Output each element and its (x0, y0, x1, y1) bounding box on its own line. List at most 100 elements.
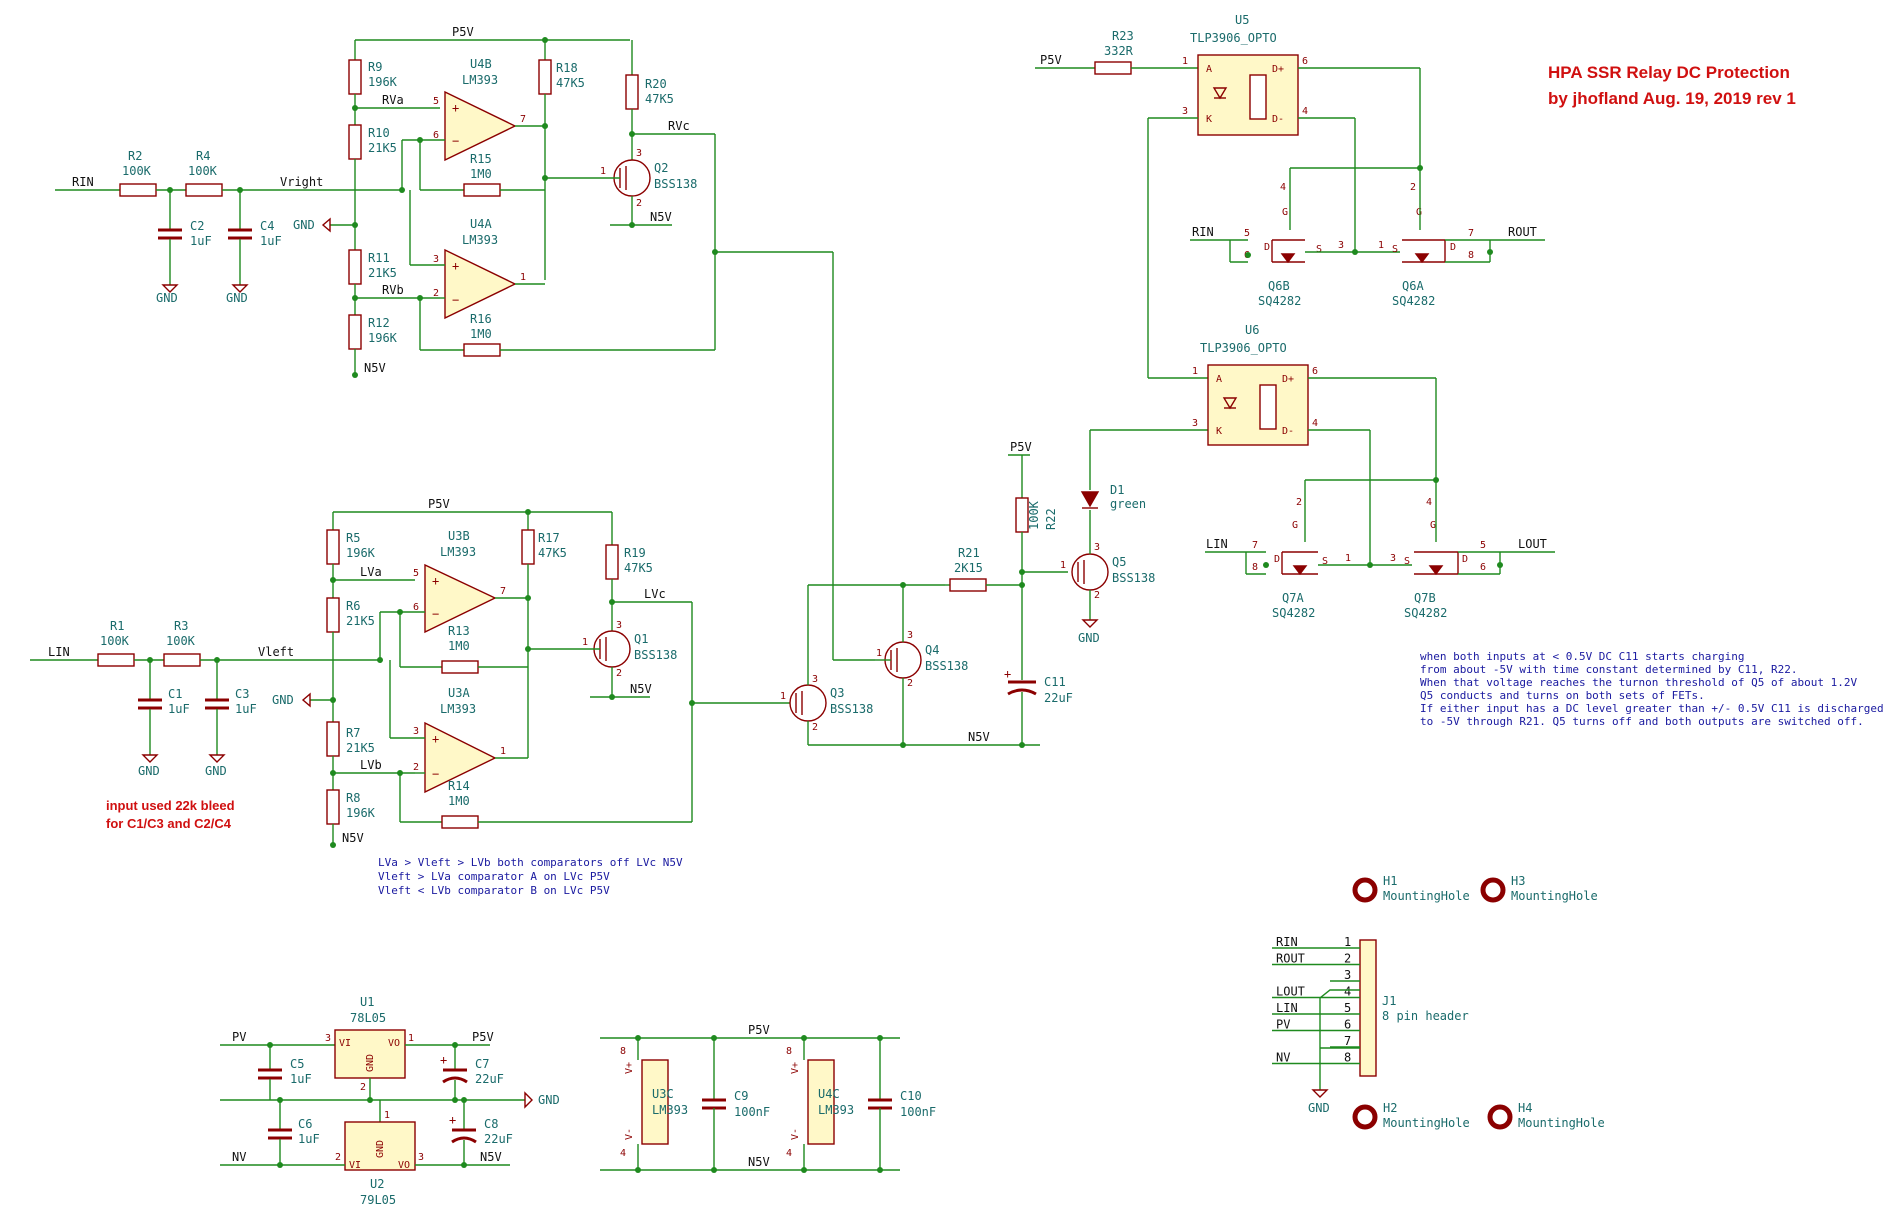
svg-text:5: 5 (433, 96, 439, 107)
mounting-holes: H1 MountingHole H3 MountingHole H2 Mount… (1352, 874, 1605, 1130)
svg-text:6: 6 (413, 602, 419, 613)
svg-text:8: 8 (620, 1046, 626, 1057)
net-rvc: RVc (668, 119, 690, 133)
header-pin-number: 1 (1344, 935, 1351, 949)
net-n5v-right: N5V (364, 361, 386, 375)
q5-val: BSS138 (1112, 571, 1155, 585)
svg-text:6: 6 (1480, 562, 1486, 573)
svg-text:6: 6 (1312, 366, 1318, 377)
svg-text:2: 2 (335, 1152, 341, 1163)
u5-ref: U5 (1235, 13, 1249, 27)
q7a-val: SQ4282 (1272, 606, 1315, 620)
svg-text:1: 1 (1192, 366, 1198, 377)
r14-val: 1M0 (448, 794, 470, 808)
svg-text:+: + (1004, 667, 1011, 681)
net-n5v-cmp: N5V (748, 1155, 770, 1169)
svg-text:GND: GND (365, 1054, 376, 1072)
net-p5v-reg: P5V (472, 1030, 494, 1044)
r1-ref: R1 (110, 619, 124, 633)
svg-text:8: 8 (1468, 250, 1474, 261)
header-pin-number: 8 (1344, 1051, 1351, 1065)
q3-val: BSS138 (830, 702, 873, 716)
net-p5v-left: P5V (428, 497, 450, 511)
gnd-c1: GND (138, 764, 160, 778)
net-lvb: LVb (360, 758, 382, 772)
svg-text:−: − (452, 134, 459, 148)
svg-text:2: 2 (1410, 182, 1416, 193)
comparator-u3c (641, 1059, 669, 1145)
h3-val: MountingHole (1511, 889, 1598, 903)
svg-text:D+: D+ (1282, 374, 1294, 385)
svg-text:+: + (432, 732, 439, 746)
svg-text:3: 3 (418, 1152, 424, 1163)
u3c-val: LM393 (652, 1103, 688, 1117)
svg-text:G: G (1430, 520, 1436, 531)
q3-ref: Q3 (830, 686, 844, 700)
q2-val: BSS138 (654, 177, 697, 191)
c3-val: 1uF (235, 702, 257, 716)
resistor-r18 (538, 59, 552, 95)
resistor-r23 (1094, 61, 1132, 75)
r10-ref: R10 (368, 126, 390, 140)
svg-text:+: + (452, 259, 459, 273)
net-rin-q6: RIN (1192, 225, 1214, 239)
net-lvc: LVc (644, 587, 666, 601)
j1-ref: J1 (1382, 994, 1396, 1008)
q6a-ref: Q6A (1402, 279, 1424, 293)
net-lout: LOUT (1518, 537, 1547, 551)
svg-text:GND: GND (375, 1140, 386, 1158)
comparator-u4b (444, 90, 517, 162)
svg-text:A: A (1206, 64, 1212, 75)
svg-text:4: 4 (1426, 497, 1432, 508)
resistor-r4 (185, 183, 223, 197)
note-op-4: Q5 conducts and turns on both sets of FE… (1420, 689, 1705, 702)
svg-text:VI: VI (349, 1160, 361, 1171)
svg-text:2: 2 (616, 668, 622, 679)
svg-text:6: 6 (1302, 56, 1308, 67)
c6-ref: C6 (298, 1117, 312, 1131)
comparator-u4a (444, 248, 517, 320)
u2-val: 79L05 (360, 1193, 396, 1207)
header-pin-number: 7 (1344, 1034, 1351, 1048)
q7b-ref: Q7B (1414, 591, 1436, 605)
svg-text:3: 3 (907, 630, 913, 641)
svg-text:1: 1 (780, 691, 786, 702)
net-n5v-left: N5V (342, 831, 364, 845)
net-n5v-q2: N5V (650, 210, 672, 224)
svg-text:8: 8 (1252, 562, 1258, 573)
resistor-r11 (348, 249, 362, 285)
q1-val: BSS138 (634, 648, 677, 662)
svg-text:1: 1 (384, 1110, 390, 1121)
q1-ref: Q1 (634, 632, 648, 646)
svg-text:4: 4 (1312, 418, 1318, 429)
resistor-r14 (441, 815, 479, 829)
r4-val: 100K (188, 164, 218, 178)
r21-ref: R21 (958, 546, 980, 560)
resistor-r15 (463, 183, 501, 197)
r7-val: 21K5 (346, 741, 375, 755)
resistor-r10 (348, 124, 362, 160)
note-bleed-2: for C1/C3 and C2/C4 (106, 816, 232, 831)
svg-text:1: 1 (408, 1033, 414, 1044)
u3c-ref: U3C (652, 1087, 674, 1101)
svg-text:V+: V+ (790, 1062, 801, 1074)
svg-text:D: D (1450, 242, 1456, 253)
net-n5v-timer: N5V (968, 730, 990, 744)
svg-text:A: A (1216, 374, 1222, 385)
h1-val: MountingHole (1383, 889, 1470, 903)
d1-val: green (1110, 497, 1146, 511)
resistor-r12 (348, 314, 362, 350)
note-op-5: If either input has a DC level greater t… (1420, 702, 1884, 715)
svg-text:S: S (1392, 244, 1398, 255)
net-lin-q7: LIN (1206, 537, 1228, 551)
q4-ref: Q4 (925, 643, 939, 657)
mounting-hole-h2 (1352, 1104, 1378, 1130)
u3a-val: LM393 (440, 702, 476, 716)
svg-text:2: 2 (812, 722, 818, 733)
h4-ref: H4 (1518, 1101, 1532, 1115)
svg-text:1: 1 (1345, 553, 1351, 564)
header-j1-body (1359, 939, 1377, 1077)
c1-val: 1uF (168, 702, 190, 716)
u4b-val: LM393 (462, 73, 498, 87)
c6-val: 1uF (298, 1132, 320, 1146)
